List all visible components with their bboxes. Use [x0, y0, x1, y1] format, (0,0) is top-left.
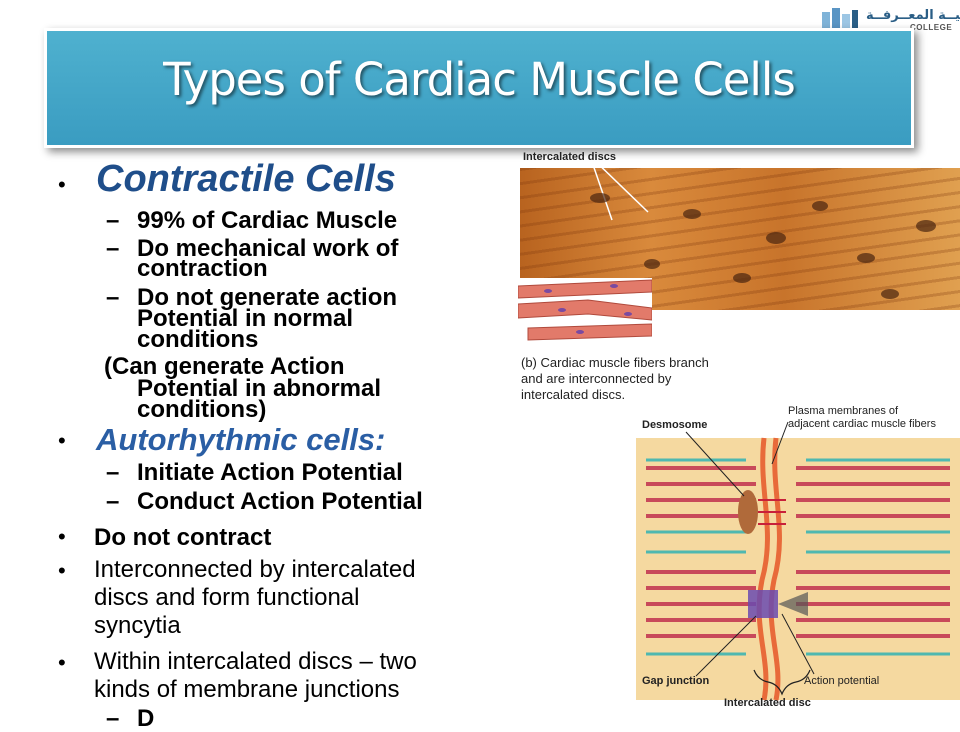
contractile-item-1: 99% of Cardiac Muscle — [137, 207, 398, 234]
logo-english-text: COLLEGE — [910, 23, 953, 32]
bullet-dot: • — [58, 524, 66, 549]
dash: – — [106, 284, 120, 311]
label-gap-junction: Gap junction — [642, 675, 710, 687]
contractile-item-2-cont: contraction — [137, 255, 268, 282]
dash: – — [106, 705, 120, 732]
contractile-item-3-cont2: conditions — [137, 326, 259, 353]
auto-item-1: Initiate Action Potential — [137, 459, 403, 486]
dash: – — [106, 235, 120, 262]
caption-line-1: (b) Cardiac muscle fibers branch — [521, 355, 709, 370]
label-desmosome: Desmosome — [642, 419, 707, 431]
label-plasma-2: adjacent cardiac muscle fibers — [788, 418, 936, 430]
nuclei-overlay — [589, 155, 936, 299]
bullet-dot: • — [58, 558, 66, 583]
dash: – — [106, 459, 120, 486]
bullet-within-2: kinds of membrane junctions — [94, 676, 400, 703]
label-intercalated-disc: Intercalated disc — [724, 697, 811, 709]
note-line-2: Potential in abnormal — [137, 375, 382, 402]
bullet-do-not-contract: Do not contract — [94, 524, 272, 551]
caption-line-3: intercalated discs. — [521, 387, 626, 402]
bullet-dot: • — [58, 428, 66, 453]
contractile-heading: Contractile Cells — [96, 158, 396, 200]
bullet-interconnected-3: syncytia — [94, 612, 181, 639]
contractile-item-3: Do not generate action — [137, 284, 398, 311]
slide-title: Types of Cardiac Muscle Cells — [163, 53, 796, 106]
contractile-item-3-cont: Potential in normal — [137, 305, 354, 332]
cutoff-text: D — [137, 705, 155, 732]
auto-item-2: Conduct Action Potential — [137, 488, 423, 515]
college-logo: كليــة المعــرفــة COLLEGE — [818, 4, 960, 38]
bullet-dot: • — [58, 650, 66, 675]
bullet-interconnected-1: Interconnected by intercalated — [94, 556, 416, 583]
bullet-within-1: Within intercalated discs – two — [94, 648, 417, 675]
note-line-3: conditions) — [137, 396, 267, 423]
dash: – — [106, 488, 120, 515]
dash: – — [106, 207, 120, 234]
label-plasma-1: Plasma membranes of — [788, 405, 899, 417]
fiber-branch-illustration — [517, 278, 653, 348]
figure-caption: (b) Cardiac muscle fibers branch and are… — [521, 355, 709, 403]
building-logo-icon — [822, 8, 858, 32]
note-line-1: (Can generate Action — [104, 353, 345, 380]
label-action-potential: Action potential — [804, 675, 879, 687]
bullet-dot: • — [58, 172, 66, 197]
intercalated-disc-diagram: Desmosome Plasma membranes of adjacent c… — [636, 400, 960, 720]
contractile-item-2: Do mechanical work of — [137, 235, 399, 262]
micrograph-label: Intercalated discs — [523, 151, 616, 163]
autorhythmic-heading: Autorhythmic cells: — [96, 422, 386, 457]
title-banner: Types of Cardiac Muscle Cells — [44, 28, 914, 148]
bullet-interconnected-2: discs and form functional — [94, 584, 360, 611]
logo-arabic-text: كليــة المعــرفــة — [866, 8, 960, 23]
caption-line-2: and are interconnected by — [521, 371, 672, 386]
